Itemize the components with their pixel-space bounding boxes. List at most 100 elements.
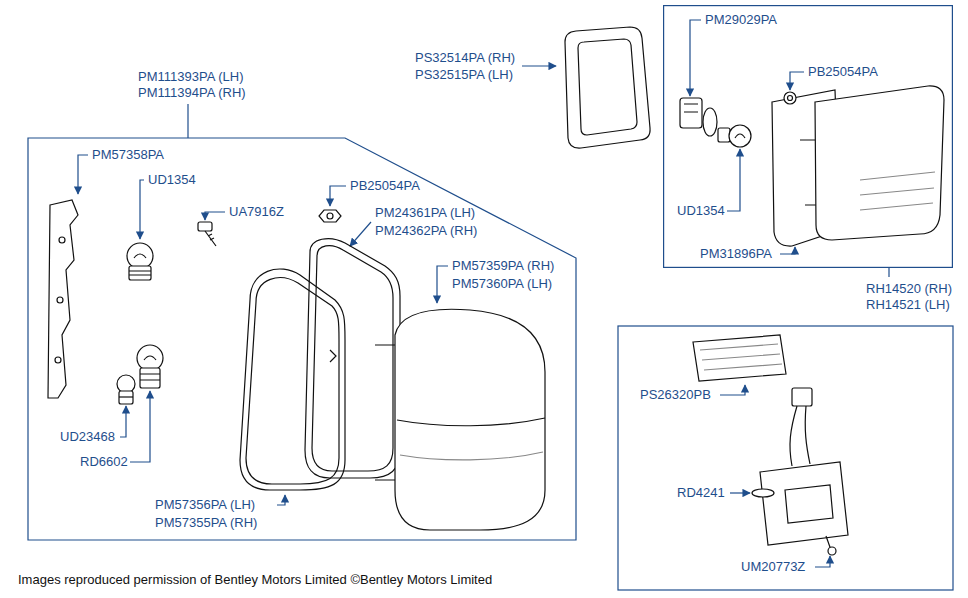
lamp-lens (395, 309, 545, 530)
gasket (246, 278, 339, 484)
leader-line (330, 186, 346, 206)
nut (784, 92, 796, 104)
leader-line (277, 495, 285, 505)
part-number: PM29029PA (705, 12, 777, 28)
part-number: PM57359PA (RH) (452, 258, 554, 274)
bulb-holder (680, 98, 702, 128)
gasket (578, 39, 637, 135)
lamp-bracket (59, 237, 65, 243)
number-plate-lamp (693, 335, 786, 381)
lamp-lens (375, 309, 545, 530)
gasket (330, 350, 336, 362)
bulb (718, 125, 751, 147)
festoon-bulb (752, 489, 774, 497)
part-number: UD1354 (677, 203, 725, 219)
lamp-lens (397, 418, 545, 426)
panel-frame (618, 326, 953, 590)
lamp-connector (792, 388, 812, 406)
lamp-lens (400, 452, 543, 460)
number-plate-lamp (693, 335, 786, 381)
leader-line (78, 155, 88, 194)
gasket (305, 239, 400, 478)
bulb (134, 254, 146, 258)
festoon-bulb (752, 489, 774, 497)
bulb (129, 266, 151, 280)
copyright-caption: Images reproduced permission of Bentley … (18, 572, 492, 588)
lamp-bracket (48, 200, 78, 398)
panel-leader (888, 268, 889, 277)
lamp-unit (815, 86, 944, 240)
part-number: PS32515PA (LH) (415, 67, 513, 83)
bulb-holder (703, 108, 717, 136)
bulb (119, 396, 133, 397)
leader-line (727, 149, 740, 211)
bulb (729, 125, 751, 147)
leader-line (780, 247, 795, 254)
part-number: PM57358PA (92, 147, 164, 163)
leader-line (350, 222, 371, 246)
leader-line (205, 212, 225, 220)
leader-line (522, 65, 556, 66)
bulb (127, 243, 153, 269)
gasket (565, 27, 650, 148)
part-number: PM24361PA (LH) (375, 205, 475, 221)
screw (198, 222, 212, 231)
assembly-part-number: RH14521 (LH) (866, 297, 950, 313)
bulb (718, 128, 730, 142)
part-number: RD6602 (80, 454, 128, 470)
lamp-connector (760, 462, 848, 545)
leader-line (720, 385, 745, 395)
gasket (305, 239, 400, 478)
gasket (312, 246, 393, 471)
lamp-bracket (48, 200, 78, 398)
panel-border (28, 138, 576, 540)
screw (828, 547, 836, 555)
panel-leader (188, 104, 889, 277)
leader-line (140, 180, 144, 239)
parts-panel: RH14520 (RH)RH14521 (LH) (663, 5, 953, 268)
assembly-part-number: PM111394PA (RH) (138, 85, 246, 101)
screw (826, 536, 836, 555)
parts-panel: PM111393PA (LH)PM111394PA (RH) (28, 138, 576, 540)
panel-outline (28, 138, 576, 540)
part-number: UD23468 (60, 429, 115, 445)
bulb (117, 375, 135, 393)
nut (319, 210, 341, 222)
number-plate-lamp (700, 344, 782, 370)
part-number: PB25054PA (808, 64, 878, 80)
assembly-part-number: PM111393PA (LH) (138, 69, 244, 85)
lamp-unit (800, 86, 944, 240)
bulb (144, 356, 156, 360)
bulb (140, 368, 160, 388)
part-number: PM24362PA (RH) (375, 223, 477, 239)
bulb-holder (684, 104, 698, 112)
bulb (735, 134, 745, 138)
gasket (240, 269, 345, 490)
leader-line (815, 556, 830, 567)
bulb (117, 375, 135, 404)
part-number: PM57356PA (LH) (155, 497, 255, 513)
lamp-lens (375, 345, 396, 480)
leader-line (437, 266, 448, 303)
panel-outline (663, 5, 953, 268)
bulb (140, 374, 160, 380)
bulb (127, 243, 153, 280)
lamp-connector (760, 388, 848, 545)
gasket (565, 27, 650, 148)
leader-line (78, 20, 830, 567)
lamp-connector (790, 406, 810, 466)
leader-line (120, 406, 126, 437)
part-number: PM57355PA (RH) (155, 515, 257, 531)
part-number: PS26320PB (640, 387, 711, 403)
nut (788, 96, 793, 101)
screw (198, 222, 216, 246)
bulb (137, 345, 163, 371)
part-number: PS32514PA (RH) (415, 50, 515, 66)
assembly-part-number: RH14520 (RH) (866, 281, 952, 297)
lamp-bracket (55, 357, 61, 363)
leader-line (690, 20, 701, 96)
lamp-connector (785, 485, 833, 523)
panel-leader (187, 104, 188, 138)
part-number: RD4241 (677, 485, 725, 501)
